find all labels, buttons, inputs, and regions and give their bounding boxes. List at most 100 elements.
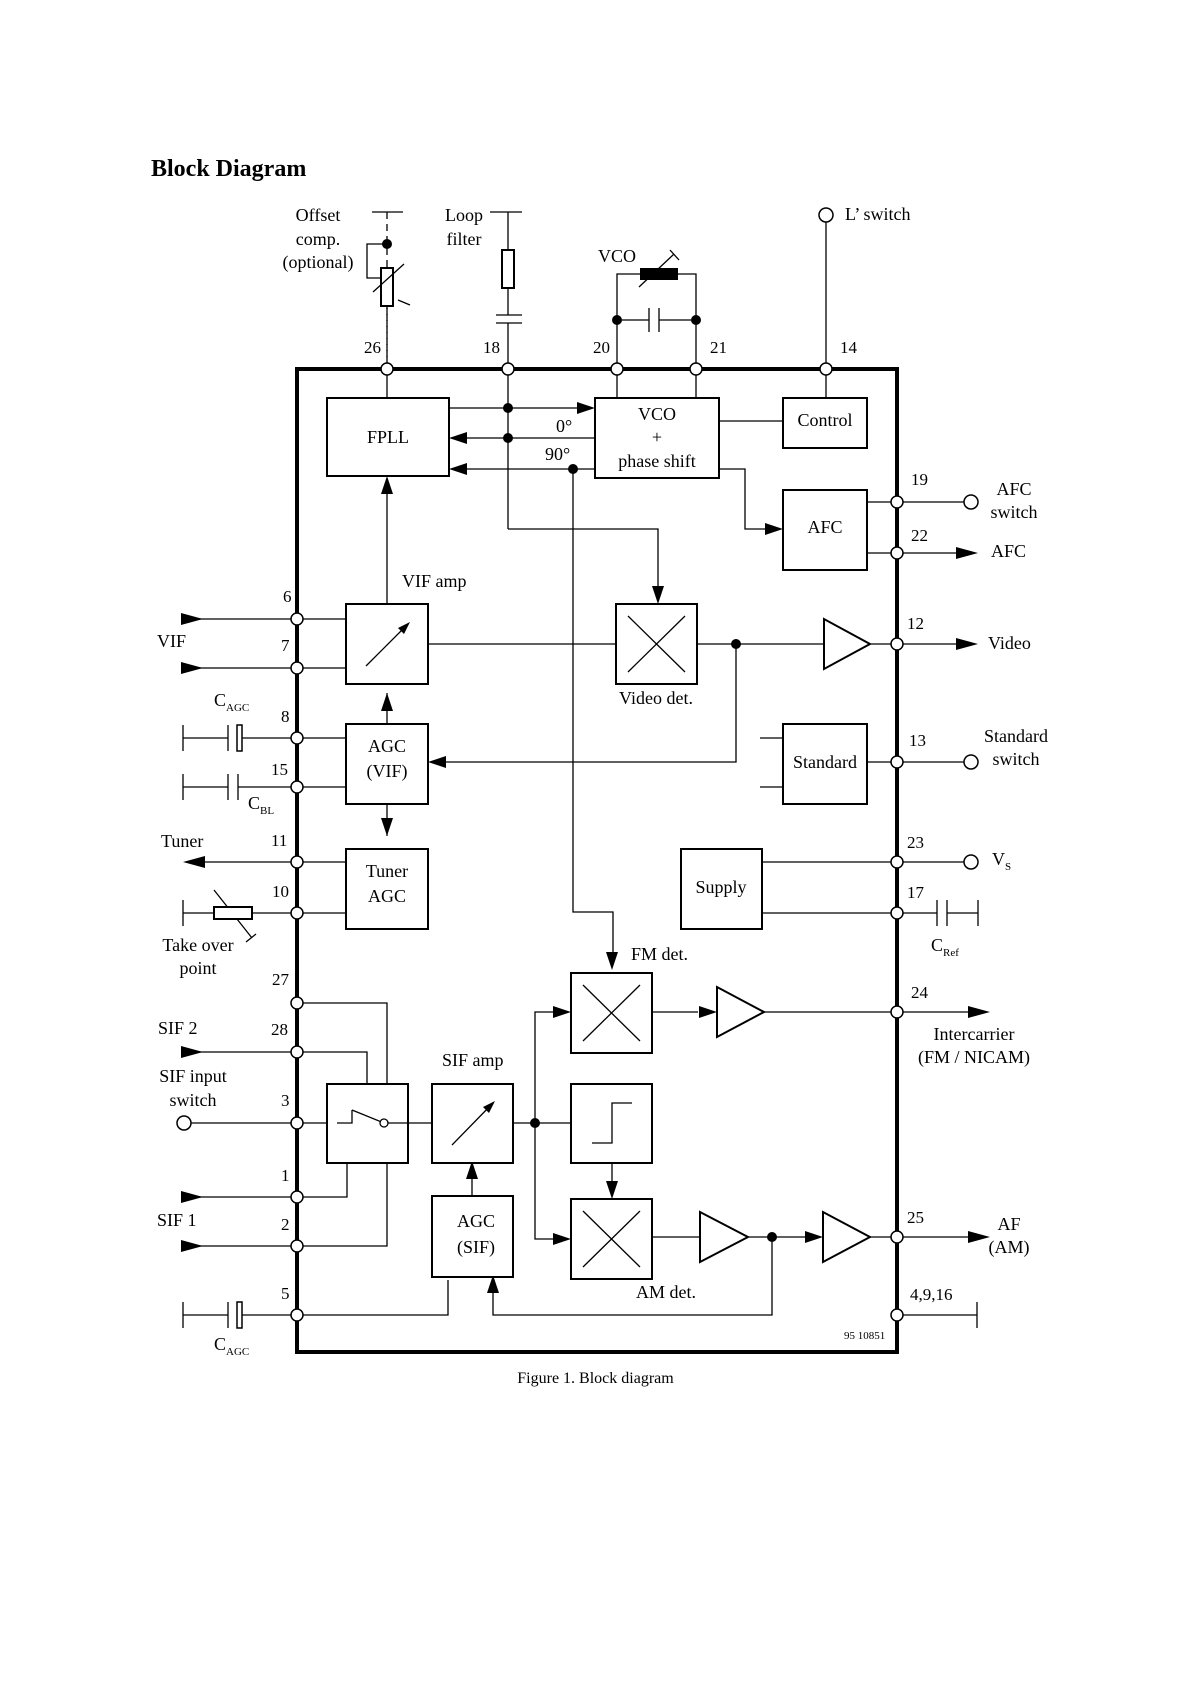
tuner-agc-label-1: Tuner: [366, 861, 408, 881]
annotations: Offset comp. (optional) Loop filter VCO …: [157, 204, 1048, 1358]
cagc-bottom-label: CAGC: [214, 1334, 249, 1358]
supply-block: [680, 848, 763, 930]
am-amp1-triangle: [699, 1210, 751, 1264]
pin-5: 5: [281, 1284, 290, 1303]
vco-label-line3: phase shift: [618, 451, 695, 471]
pin-27: 27: [272, 970, 290, 989]
pin-circles: [176, 207, 979, 1322]
control-label: Control: [797, 410, 852, 430]
cagc-top-label: CAGC: [214, 690, 249, 714]
pin-15: 15: [271, 760, 288, 779]
pin-25: 25: [907, 1208, 924, 1227]
block-labels: FPLL VCO + phase shift Control AFC AGC (…: [366, 404, 857, 1258]
pin-18: 18: [483, 338, 500, 357]
pin-7: 7: [281, 636, 290, 655]
figure-id: 95 10851: [844, 1330, 885, 1342]
pin-24: 24: [911, 983, 929, 1002]
pin-19: 19: [911, 470, 928, 489]
afc-out-label: AFC: [991, 541, 1026, 561]
standard-block: [782, 723, 868, 805]
tuner-agc-block: [345, 848, 429, 930]
offset-label-2: comp.: [296, 229, 341, 249]
pin-23: 23: [907, 833, 924, 852]
loop-label-1: Loop: [445, 205, 483, 225]
supply-label: Supply: [695, 877, 746, 897]
vs-label: VS: [992, 849, 1011, 873]
pin-4-9-16: 4,9,16: [910, 1285, 953, 1304]
pin-3: 3: [281, 1091, 290, 1110]
afc-switch-label-2: switch: [991, 502, 1038, 522]
l-switch-label: L’ switch: [845, 204, 911, 224]
am-det-label: AM det.: [636, 1282, 696, 1302]
am-amp2-triangle: [822, 1210, 873, 1264]
standard-switch-label-2: switch: [993, 749, 1040, 769]
sif2-label: SIF 2: [158, 1018, 198, 1038]
offset-label-1: Offset: [296, 205, 341, 225]
vco-ext-label: VCO: [598, 246, 636, 266]
pin-6: 6: [283, 587, 292, 606]
take-over-label-2: point: [179, 958, 216, 978]
afc-block: [782, 489, 868, 571]
afc-block-label: AFC: [807, 517, 842, 537]
tuner-label: Tuner: [161, 831, 203, 851]
af-label-1: AF: [997, 1214, 1020, 1234]
vco-phase-shift-block: [594, 397, 720, 479]
agc-sif-label-1: AGC: [457, 1211, 495, 1231]
agc-sif-label-2: (SIF): [457, 1237, 495, 1258]
control-block: [782, 397, 868, 449]
agc-vif-label-2: (VIF): [367, 761, 408, 782]
sif1-label: SIF 1: [157, 1210, 197, 1230]
vif-amp-block: [345, 603, 429, 685]
sif-amp-label: SIF amp: [442, 1050, 504, 1070]
offset-trim-resistor: [380, 267, 394, 307]
pin-10: 10: [272, 882, 289, 901]
takeover-resistor: [213, 906, 253, 920]
pin-28: 28: [271, 1020, 288, 1039]
loop-label-2: filter: [447, 229, 482, 249]
pin-8: 8: [281, 707, 290, 726]
vco-label-line1: VCO: [638, 404, 676, 424]
vif-label: VIF: [157, 631, 186, 651]
pin-21: 21: [710, 338, 727, 357]
take-over-label-1: Take over: [162, 935, 233, 955]
fm-det-label: FM det.: [631, 944, 688, 964]
pin-13: 13: [909, 731, 926, 750]
loop-filter-resistor: [501, 249, 515, 289]
pin-numbers: 26 18 20 21 14 6 7 8 15 11 10 27 28 3 1 …: [271, 338, 953, 1304]
pin-26: 26: [364, 338, 381, 357]
phase-90-label: 90°: [545, 444, 570, 464]
arrowheads: [181, 402, 990, 1293]
pin-17: 17: [907, 883, 925, 902]
cref-label: CRef: [931, 935, 959, 959]
vif-amp-label: VIF amp: [402, 571, 467, 591]
offset-label-3: (optional): [283, 252, 354, 273]
video-amp-triangle: [823, 617, 873, 671]
cbl-label: CBL: [248, 793, 274, 817]
pin-20: 20: [593, 338, 610, 357]
phase-0-label: 0°: [556, 416, 572, 436]
video-det-label: Video det.: [619, 688, 693, 708]
vco-coil: [640, 268, 678, 280]
fpll-block: [326, 397, 450, 477]
page-heading: Block Diagram: [151, 156, 307, 182]
junction-dots: [382, 239, 777, 1242]
pin-2: 2: [281, 1215, 290, 1234]
pin-12: 12: [907, 614, 924, 633]
pin-1: 1: [281, 1166, 290, 1185]
tuner-agc-label-2: AGC: [368, 886, 406, 906]
agc-vif-label-1: AGC: [368, 736, 406, 756]
pin-14: 14: [840, 338, 858, 357]
intercarrier-label-1: Intercarrier: [934, 1024, 1015, 1044]
fpll-label: FPLL: [367, 427, 409, 447]
sif-input-label-1: SIF input: [159, 1066, 227, 1086]
blocks: [213, 249, 873, 1280]
agc-vif-block: [345, 723, 429, 805]
agc-sif-block: [431, 1195, 514, 1278]
sif-input-label-2: switch: [170, 1090, 217, 1110]
af-label-2: (AM): [989, 1237, 1030, 1258]
figure-caption: Figure 1. Block diagram: [517, 1370, 674, 1387]
vco-label-line2: +: [652, 427, 662, 447]
intercarrier-label-2: (FM / NICAM): [918, 1047, 1030, 1068]
pin-22: 22: [911, 526, 928, 545]
